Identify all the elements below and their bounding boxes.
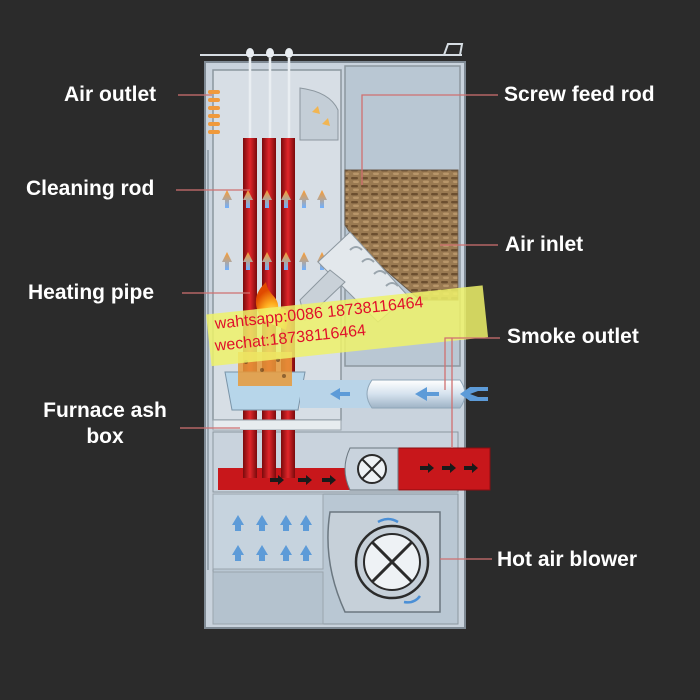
label-furnace-ash-box-line1: Furnace ash <box>43 399 167 422</box>
label-smoke-outlet: Smoke outlet <box>507 325 639 348</box>
label-heating-pipe: Heating pipe <box>28 281 155 304</box>
label-air-inlet: Air inlet <box>505 233 584 256</box>
arrow-up-icon <box>232 515 312 561</box>
arrow-left-icon <box>330 387 488 401</box>
label-furnace-ash-box: Furnace ash box <box>34 398 176 451</box>
watermark-band <box>206 285 489 367</box>
cleaning-rods-top <box>248 58 291 140</box>
arrow-right-icon <box>270 463 478 485</box>
leader-lines <box>176 94 500 560</box>
air-outlet-grille <box>208 90 220 134</box>
fan-icon <box>344 447 399 491</box>
label-furnace-ash-box-line2: box <box>86 425 124 449</box>
label-hot-air-blower: Hot air blower <box>497 548 638 571</box>
furnace-ash-box <box>212 419 342 431</box>
label-air-outlet: Air outlet <box>64 83 157 106</box>
label-screw-feed-rod: Screw feed rod <box>504 83 655 106</box>
label-cleaning-rod: Cleaning rod <box>26 177 155 200</box>
hot-air-blower <box>327 511 441 613</box>
